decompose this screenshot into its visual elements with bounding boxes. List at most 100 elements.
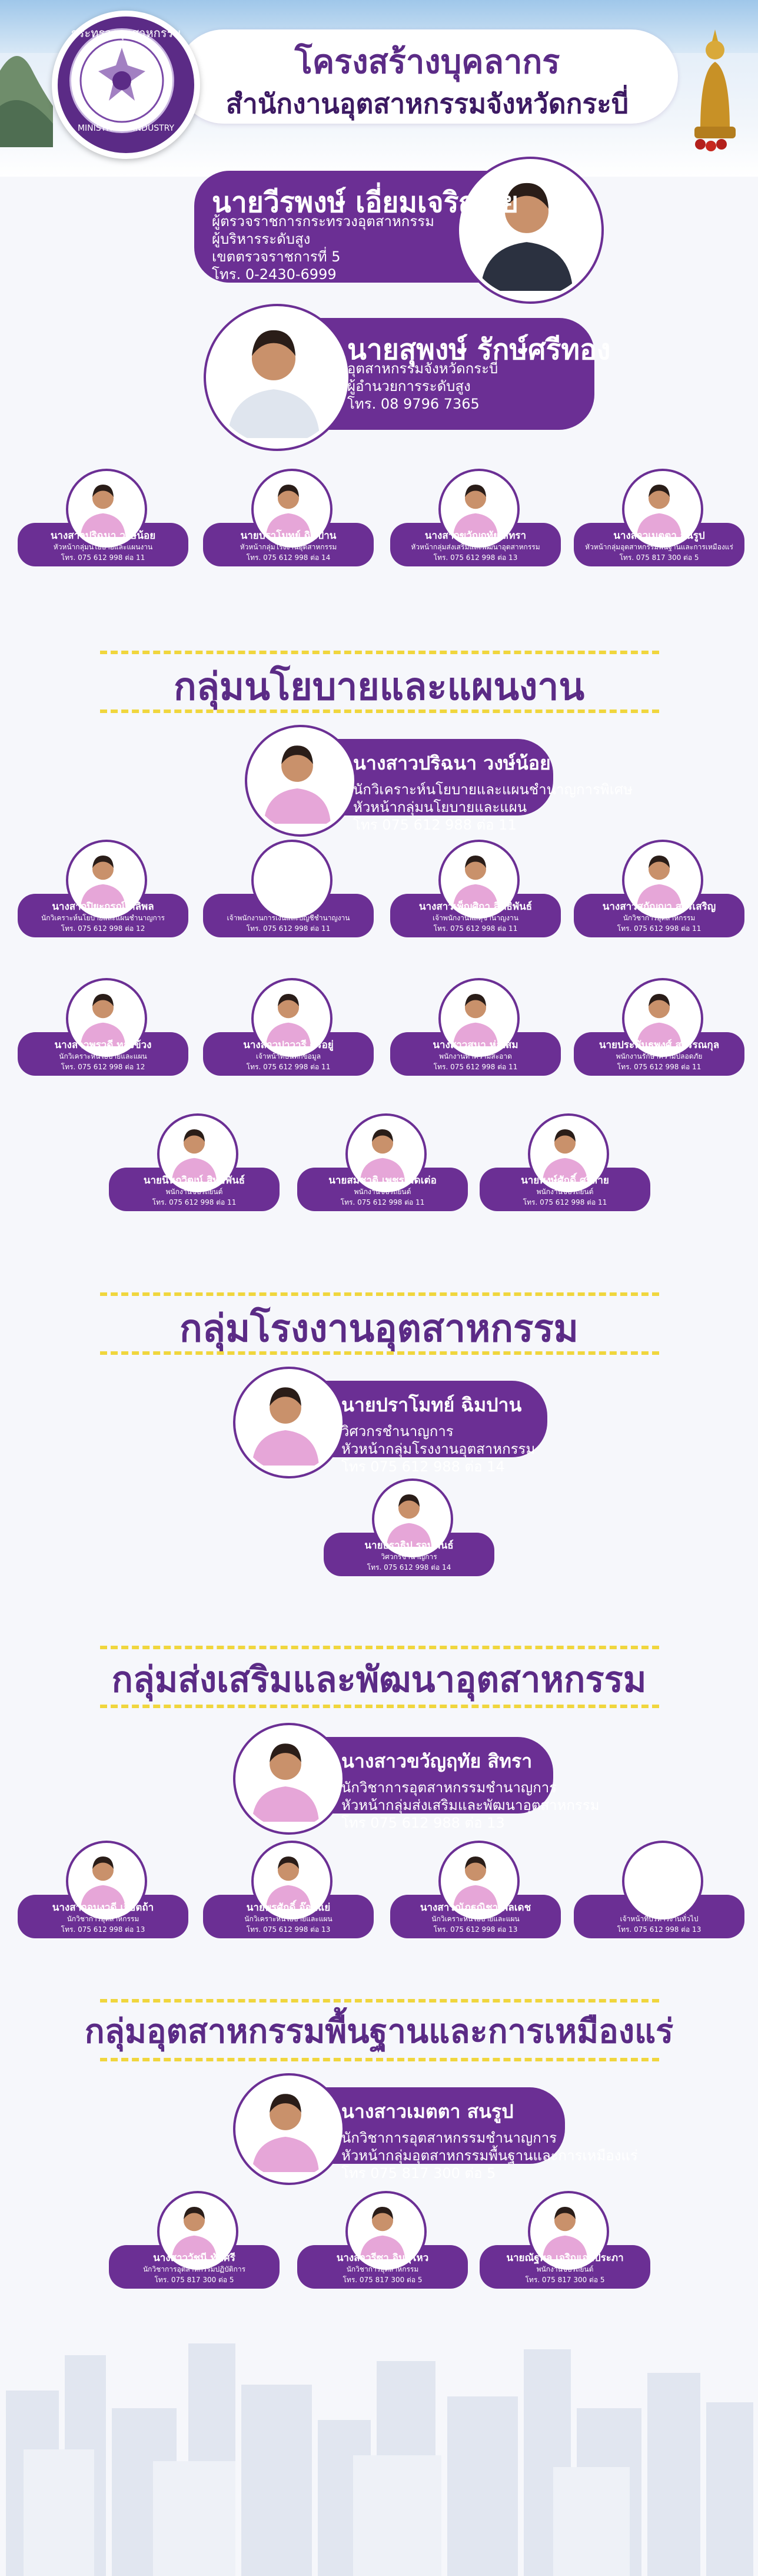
- member-position: พนักงานขับรถยนต์: [536, 2265, 594, 2273]
- person-portrait: [480, 183, 573, 291]
- lead-line: โทร 075 817 300 ต่อ 5: [341, 2165, 496, 2182]
- member-phone: โทร. 075 612 998 ต่อ 13: [246, 1925, 331, 1934]
- member-name: นางสาวปาวารี ศรีอยู่: [243, 1039, 334, 1051]
- member-photo: [348, 2193, 424, 2270]
- section-divider-top: [100, 1646, 659, 1649]
- member-photo: [441, 1843, 517, 1919]
- member-photo: [624, 471, 701, 548]
- member-photo: [254, 1843, 330, 1919]
- member-photo: [624, 1843, 701, 1919]
- lead-name: นายวีรพงษ์ เอี่ยมเจริญชัย: [212, 186, 518, 219]
- member-photo: [159, 1116, 236, 1192]
- member-phone: โทร. 075 817 300 ต่อ 5: [343, 2276, 423, 2284]
- lead-name: นายสุพงษ์ รักษ์ศรีทอง: [347, 333, 611, 366]
- person-portrait: [453, 993, 498, 1046]
- section-divider-top: [100, 1999, 659, 2003]
- person-portrait: [386, 1494, 432, 1547]
- member-name: นางสาวเมตตา สนรูป: [613, 530, 705, 542]
- member-position: พนักงานขับรถยนต์: [536, 1188, 594, 1196]
- member-position: เจ้าหน้าที่บันทึกข้อมูล: [255, 1052, 321, 1060]
- member-name: นายณัฐพล เจริญเอกประภา: [506, 2252, 624, 2264]
- member-phone: โทร. 075 612 998 ต่อ 13: [617, 1925, 702, 1934]
- member-name: นายประพันธพงศ์ สุวรรณกุล: [599, 1039, 720, 1051]
- person-portrait: [636, 993, 682, 1046]
- logo-text-thai: กระทรวงอุตสาหกรรม: [71, 26, 181, 40]
- section-divider-bottom: [100, 710, 659, 713]
- member-position: หัวหน้ากลุ่มนโยบายและแผนงาน: [53, 543, 153, 551]
- member-name: นางสาวขวัญฤทัย สิทรา: [424, 530, 527, 542]
- lead-line: หัวหน้ากลุ่มนโยบายและแผน: [353, 799, 527, 815]
- lead-photo: [247, 727, 354, 834]
- lead-line: โทร. 08 9796 7365: [347, 396, 480, 412]
- page-subtitle: สำนักงานอุตสาหกรรมจังหวัดกระบี่: [225, 88, 629, 120]
- member-phone: โทร. 075 612 998 ต่อ 14: [246, 553, 331, 562]
- member-position: นักวิเคราะห์นโยบายและแผนชำนาญการ: [41, 914, 165, 922]
- lead-line: โทร 075 612 988 ต่อ 13: [341, 1815, 505, 1831]
- member-phone: โทร. 075 612 998 ต่อ 12: [61, 1063, 145, 1071]
- member-position: หัวหน้ากลุ่มส่งเสริมและพัฒนาอุตสาหกรรม: [411, 543, 540, 551]
- person-portrait: [171, 1129, 217, 1182]
- member-photo: [624, 842, 701, 919]
- lead-photo: [235, 1725, 343, 1832]
- member-photo: [530, 2193, 607, 2270]
- member-phone: โทร. 075 612 998 ต่อ 11: [433, 1063, 518, 1071]
- person-portrait: [80, 1856, 126, 1909]
- lead-photo: [235, 1369, 343, 1476]
- member-name: นางสาววัชนี ทัดศรี: [153, 2252, 235, 2264]
- member-phone: โทร. 075 817 300 ต่อ 5: [525, 2276, 605, 2284]
- member-name: -ว่าง-: [276, 901, 301, 913]
- person-portrait: [360, 2206, 405, 2259]
- lead-name: นางสาวขวัญฤทัย สิทรา: [341, 1750, 533, 1772]
- person-portrait: [542, 2206, 588, 2259]
- member-phone: โทร. 075 817 300 ต่อ 5: [619, 553, 699, 562]
- lead-photo: [206, 306, 348, 449]
- lead-photo: [235, 2076, 343, 2183]
- section-divider-bottom: [100, 2058, 659, 2061]
- person-portrait: [171, 2206, 217, 2259]
- member-photo: [374, 1481, 451, 1557]
- section-title: กลุ่มส่งเสริมและพัฒนาอุตสาหกรรม: [111, 1659, 647, 1700]
- ministry-emblem: [69, 28, 174, 133]
- member-name: นายพงษ์ศักดิ์ ศรีสาย: [521, 1175, 609, 1186]
- member-name: นางสาวรีซา อินสุไหว: [336, 2252, 429, 2264]
- lead-line: วิศวกรชำนาญการ: [341, 1423, 454, 1440]
- member-phone: โทร. 075 612 998 ต่อ 12: [61, 924, 145, 933]
- lead-line: เขตตรวจราชการที่ 5: [212, 248, 341, 265]
- member-position: พนักงานขับรถยนต์: [354, 1188, 411, 1196]
- member-photo: [68, 1843, 145, 1919]
- member-position: เจ้าพนักงานการเงินและบัญชีชำนาญงาน: [227, 914, 350, 922]
- lead-line: ผู้อำนวยการระดับสูง: [347, 378, 471, 394]
- member-photo: [159, 2193, 236, 2270]
- member-position: เจ้าหน้าที่บริหารงานทั่วไป: [620, 1915, 699, 1923]
- member-name: นายสมชาติ เพชรเม็ดเต่อ: [328, 1175, 437, 1186]
- person-portrait: [252, 1743, 319, 1822]
- member-name: นางสาวปริฉนา วงษ์น้อย: [50, 530, 156, 542]
- member-position: หัวหน้ากลุ่มอุตสาหกรรมพื้นฐานและการเหมือ…: [585, 543, 733, 551]
- person-portrait: [542, 1129, 588, 1182]
- section-title: กลุ่มโรงงานอุตสาหกรรม: [179, 1307, 579, 1351]
- member-photo: [254, 842, 330, 919]
- lead-line: ผู้ตรวจราชการกระทรวงอุตสาหกรรม: [212, 213, 434, 230]
- member-name: นายพรศักดิ์ อ๊อชื่แย่: [246, 1902, 331, 1914]
- lead-line: โทร. 0-2430-6999: [212, 266, 337, 283]
- member-position: นักวิชาการอุตสาหกรรมปฏิบัติการ: [142, 2265, 246, 2273]
- member-position: นักวิชาการอุตสาหกรรม: [623, 914, 696, 922]
- member-name: นางสาวสุนา ห่อเสม: [433, 1039, 518, 1051]
- lead-name: นางสาวเมตตา สนรูป: [341, 2100, 514, 2123]
- member-position: พนักงานทำความสะอาด: [439, 1052, 512, 1060]
- lead-name: นายปราโมทย์ ฉิมปาน: [341, 1394, 522, 1416]
- person-portrait: [80, 484, 126, 537]
- lead-line: หัวหน้ากลุ่มโรงงานอุตสาหกรรม: [341, 1441, 536, 1457]
- member-position: นักวิชาการอุตสาหกรรม: [346, 2265, 419, 2273]
- member-photo: [254, 471, 330, 548]
- member-position: นักวิเคราะห์นโยบายและแผน: [244, 1915, 333, 1923]
- person-portrait: [265, 1856, 311, 1909]
- person-portrait: [252, 1387, 319, 1466]
- section-divider-top: [100, 1292, 659, 1296]
- member-phone: โทร. 075 612 998 ต่อ 14: [367, 1563, 451, 1572]
- lead-line: นักวิเคราะห์นโยบายและแผนชำนาญการพิเศษ: [353, 781, 633, 798]
- section-divider-bottom: [100, 1351, 659, 1355]
- lead-line: นักวิชาการอุตสาหกรรมชำนาญการ: [341, 1779, 557, 1796]
- member-photo: [530, 1116, 607, 1192]
